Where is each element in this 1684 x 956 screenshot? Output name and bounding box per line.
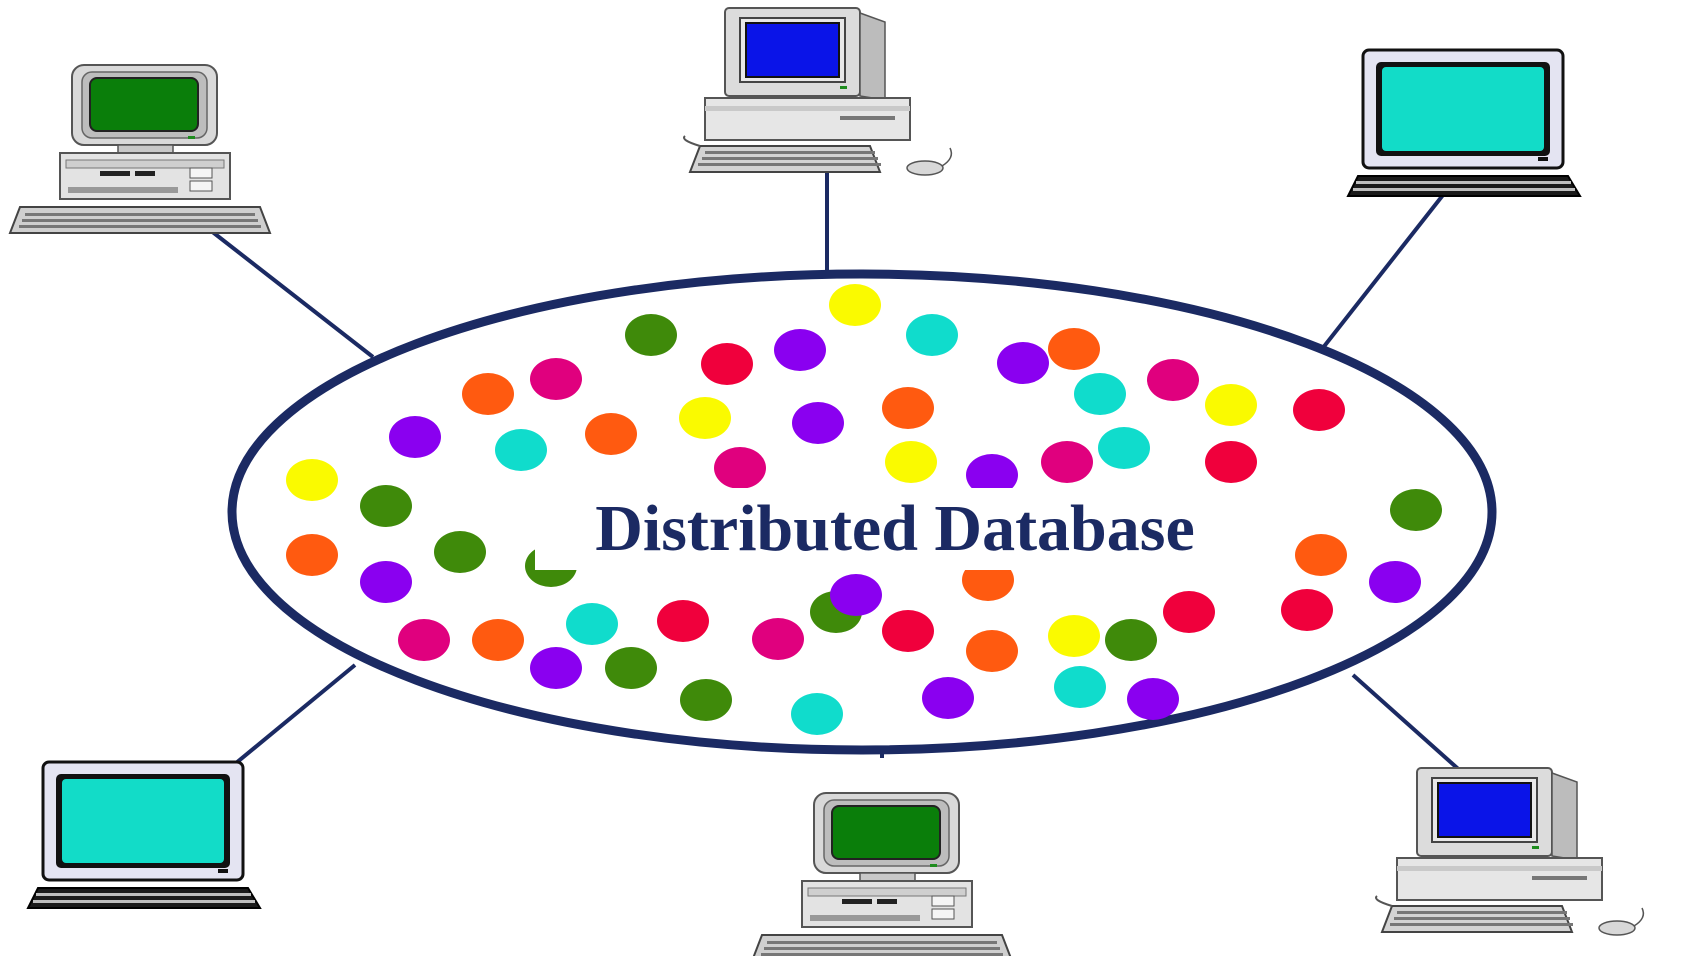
record-dot: [1048, 615, 1100, 657]
record-dot: [679, 397, 731, 439]
record-dot: [922, 677, 974, 719]
monitor-computer-icon: [26, 760, 262, 910]
desktop-computer-icon: [683, 7, 953, 176]
record-dot: [1163, 591, 1215, 633]
record-dot: [791, 693, 843, 735]
record-dot: [398, 619, 450, 661]
desktop-tower-icon: [751, 792, 1013, 956]
monitor-computer-icon: [1346, 48, 1582, 198]
record-dot: [434, 531, 486, 573]
record-dot: [1105, 619, 1157, 661]
record-dot: [1098, 427, 1150, 469]
record-dot: [1369, 561, 1421, 603]
record-dot: [701, 343, 753, 385]
record-dot: [585, 413, 637, 455]
record-dot: [1048, 328, 1100, 370]
record-dot: [774, 329, 826, 371]
record-dot: [906, 314, 958, 356]
record-dot: [360, 561, 412, 603]
computer-top-right: [1346, 48, 1582, 198]
record-dot: [1041, 441, 1093, 483]
record-dot: [966, 454, 1018, 496]
record-dot: [495, 429, 547, 471]
computer-bottom-left: [26, 760, 262, 910]
record-dot: [1127, 678, 1179, 720]
record-dot: [625, 314, 677, 356]
link-top-left: [208, 228, 375, 359]
desktop-tower-icon: [9, 64, 271, 234]
record-dot: [389, 416, 441, 458]
record-dot: [657, 600, 709, 642]
record-dot: [1205, 441, 1257, 483]
link-bottom-right: [1351, 673, 1467, 777]
record-dot: [997, 342, 1049, 384]
record-dot: [885, 441, 937, 483]
record-dot: [1147, 359, 1199, 401]
computer-top-left: [9, 64, 271, 234]
desktop-computer-icon: [1375, 767, 1645, 936]
record-dot: [530, 358, 582, 400]
data-records: [286, 284, 1442, 735]
record-dot: [1281, 589, 1333, 631]
record-dot: [360, 485, 412, 527]
record-dot: [830, 574, 882, 616]
record-dot: [882, 610, 934, 652]
record-dot: [472, 619, 524, 661]
record-dot: [566, 603, 618, 645]
computer-bottom-center: [751, 792, 1013, 956]
link-top-right: [1320, 193, 1445, 351]
record-dot: [605, 647, 657, 689]
record-dot: [752, 618, 804, 660]
record-dot: [1074, 373, 1126, 415]
record-dot: [1293, 389, 1345, 431]
record-dot: [1054, 666, 1106, 708]
record-dot: [286, 534, 338, 576]
diagram-title: Distributed Database: [595, 492, 1195, 565]
computer-bottom-right: [1375, 767, 1645, 936]
record-dot: [1295, 534, 1347, 576]
record-dot: [680, 679, 732, 721]
record-dot: [462, 373, 514, 415]
record-dot: [792, 402, 844, 444]
record-dot: [882, 387, 934, 429]
computer-top-center: [683, 7, 953, 176]
record-dot: [1205, 384, 1257, 426]
record-dot: [966, 630, 1018, 672]
record-dot: [714, 447, 766, 489]
record-dot: [530, 647, 582, 689]
record-dot: [286, 459, 338, 501]
record-dot: [829, 284, 881, 326]
record-dot: [1390, 489, 1442, 531]
link-bottom-left: [228, 663, 357, 770]
title-backdrop: [535, 488, 1255, 570]
